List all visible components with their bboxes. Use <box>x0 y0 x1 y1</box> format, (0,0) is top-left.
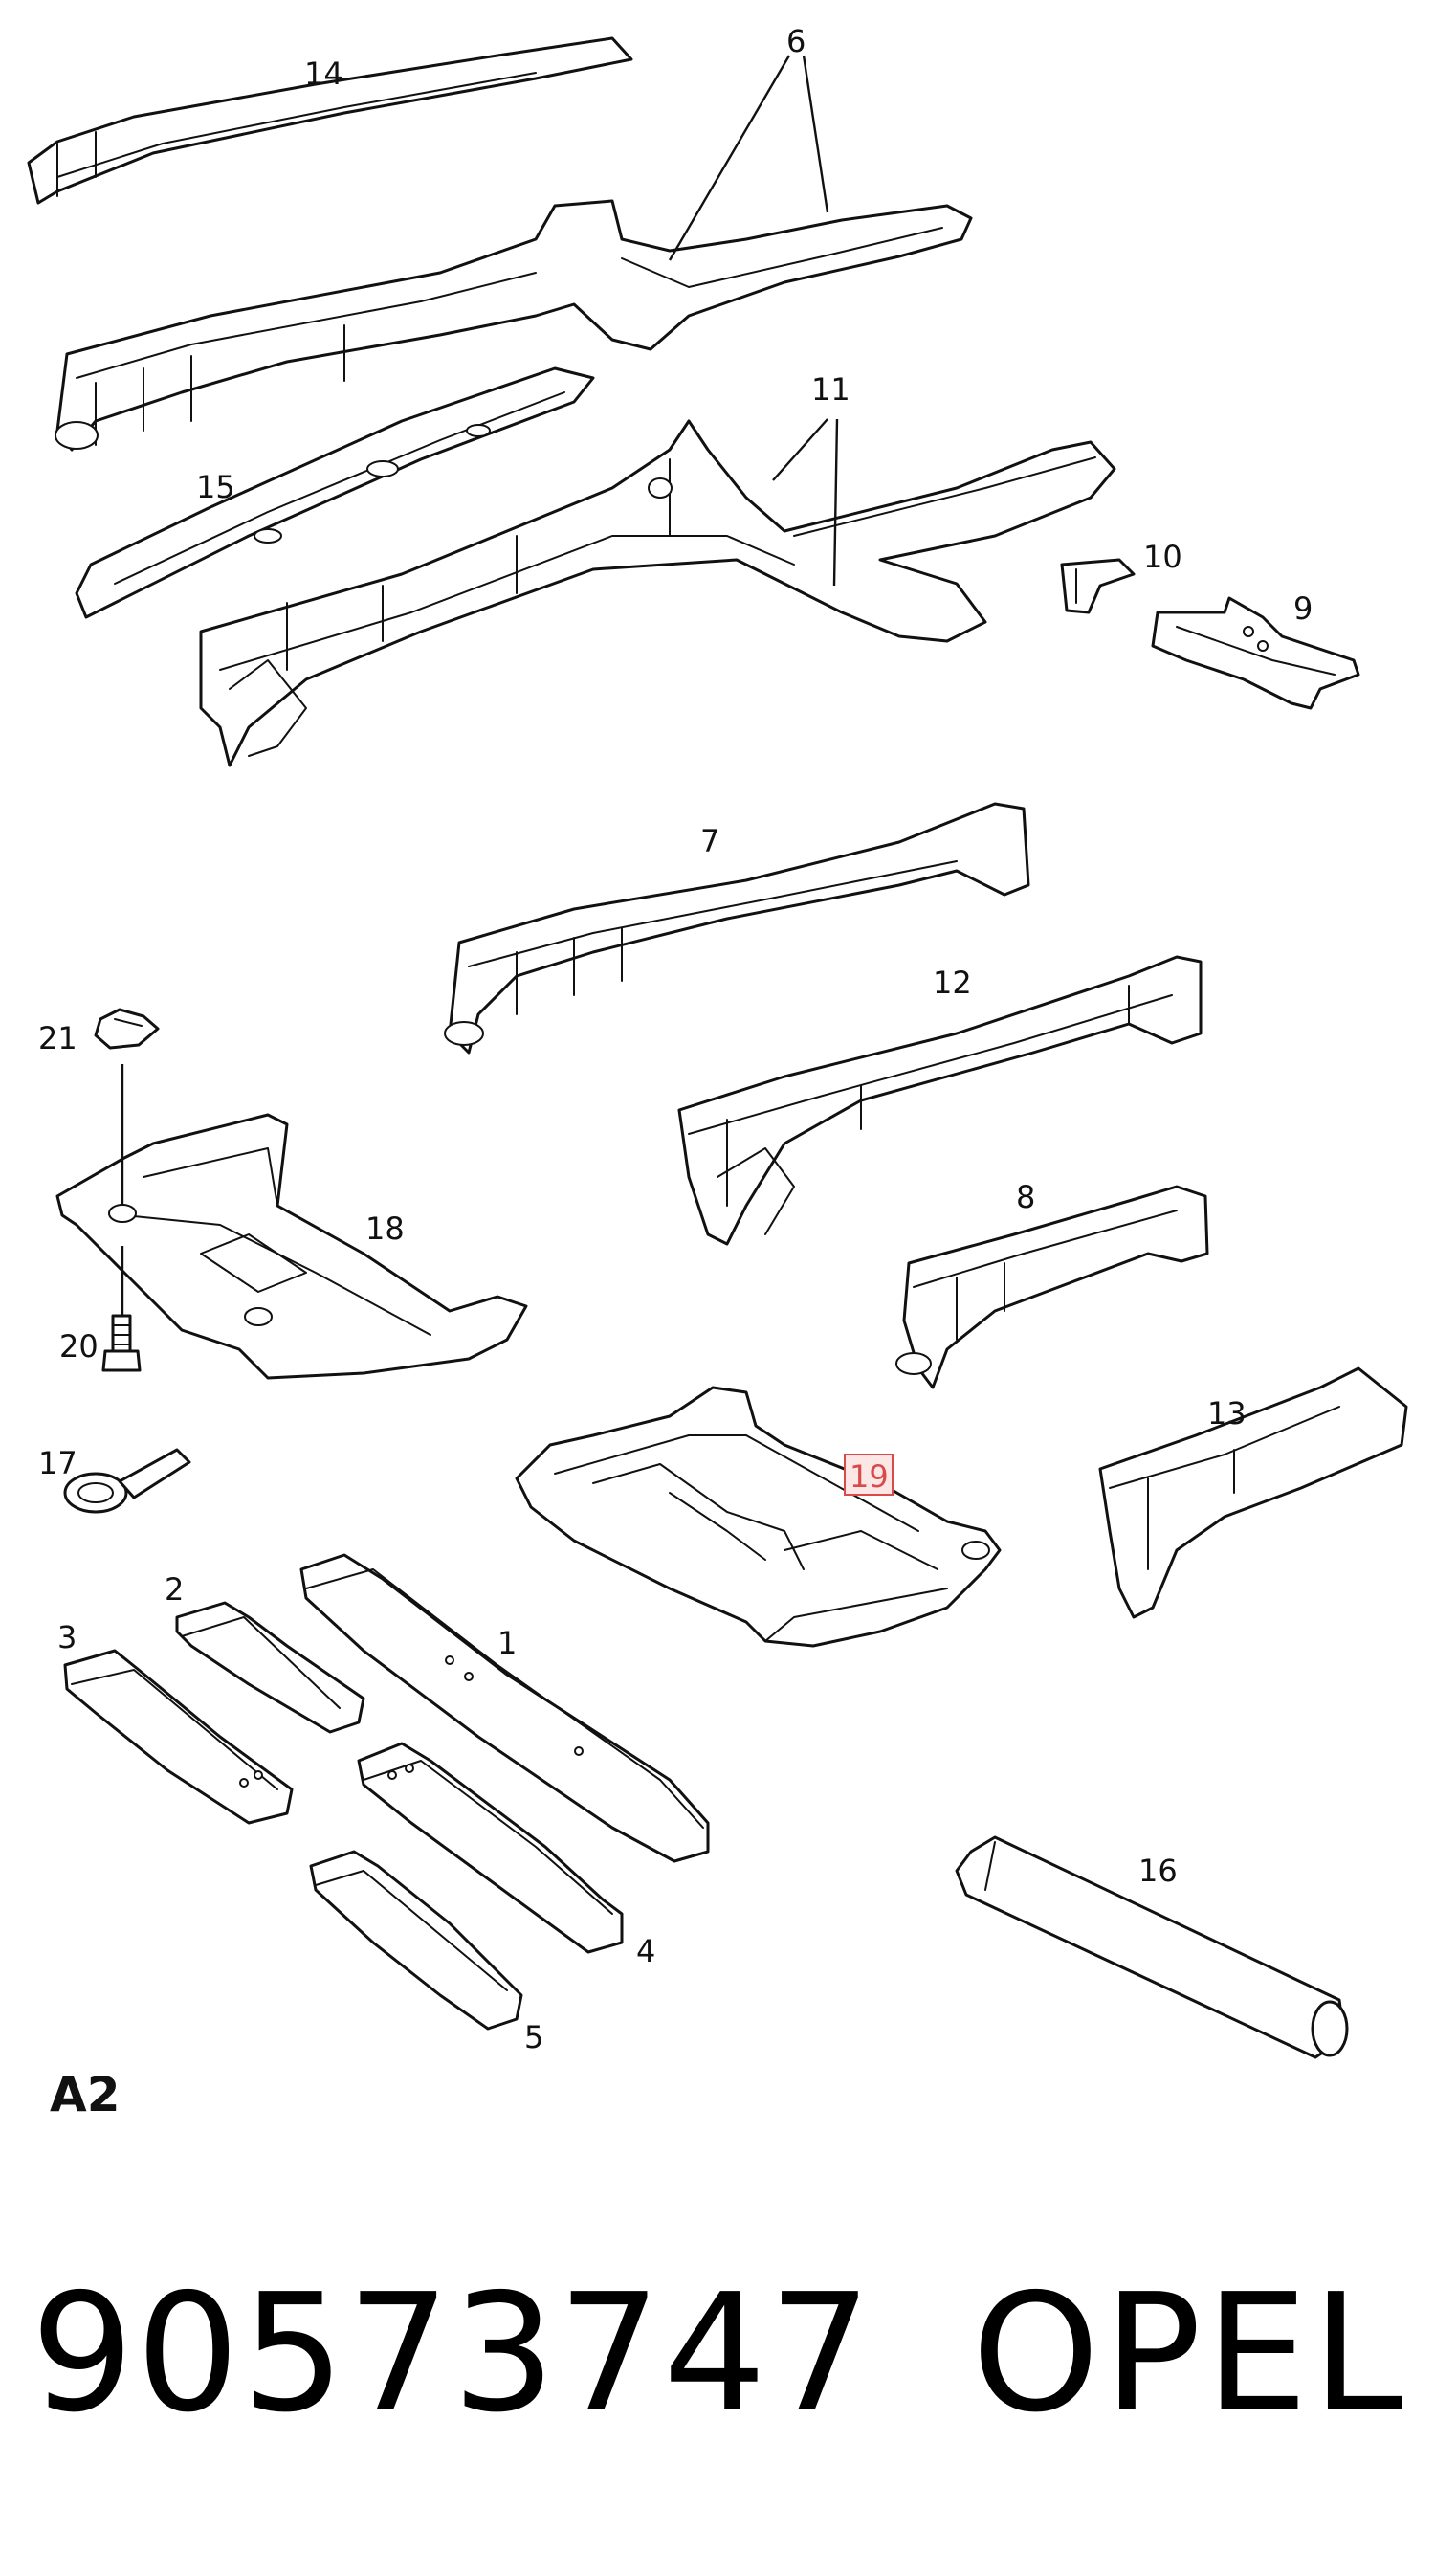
callout-4: 4 <box>636 1933 655 1969</box>
callout-16: 16 <box>1138 1853 1178 1889</box>
part-2-drawing <box>175 1601 365 1734</box>
part-9-drawing <box>1151 596 1360 710</box>
callout-19: 19 <box>850 1458 889 1495</box>
footer: 90573747 OPEL <box>0 2258 1435 2450</box>
part-10-drawing <box>1060 558 1136 614</box>
callout-7: 7 <box>700 823 719 859</box>
callout-21: 21 <box>38 1020 77 1056</box>
part-7-drawing <box>444 802 1030 1055</box>
part-number: 90573747 <box>31 2259 874 2449</box>
part-17-drawing <box>63 1448 191 1514</box>
part-6-drawing <box>55 199 973 452</box>
part-21-drawing <box>94 1008 160 1050</box>
part-1-drawing <box>299 1553 710 1863</box>
leader-lines <box>121 55 839 1316</box>
part-12-drawing <box>677 955 1203 1246</box>
part-5-drawing <box>309 1850 523 2031</box>
callout-20: 20 <box>59 1328 99 1365</box>
callout-1: 1 <box>497 1625 517 1661</box>
callout-14: 14 <box>304 56 343 92</box>
callout-10: 10 <box>1143 539 1182 575</box>
part-19-drawing <box>515 1386 1002 1648</box>
part-15-drawing <box>75 366 595 619</box>
view-code-label: A2 <box>50 2067 121 2122</box>
callout-6: 6 <box>786 23 806 59</box>
callout-3: 3 <box>57 1619 77 1655</box>
callout-11: 11 <box>811 371 850 408</box>
part-4-drawing <box>357 1742 624 1954</box>
callout-8: 8 <box>1016 1179 1035 1215</box>
callout-19-highlight-box <box>844 1454 894 1496</box>
part-14-drawing <box>27 36 633 205</box>
callout-12: 12 <box>933 965 972 1001</box>
callouts: 14 6 11 15 10 9 7 21 12 18 8 20 17 13 19… <box>38 23 1313 2055</box>
part-11-drawing <box>199 419 1116 767</box>
brand-name: OPEL <box>971 2259 1406 2449</box>
callout-5: 5 <box>524 2019 543 2055</box>
callout-13: 13 <box>1207 1395 1247 1432</box>
part-20-drawing <box>101 1314 142 1372</box>
callout-18: 18 <box>365 1210 405 1247</box>
callout-9: 9 <box>1293 590 1313 627</box>
callout-15: 15 <box>196 469 235 505</box>
part-3-drawing <box>63 1649 294 1825</box>
part-16-drawing <box>955 1835 1349 2059</box>
callout-17: 17 <box>38 1445 77 1481</box>
callout-2: 2 <box>165 1571 184 1608</box>
part-8-drawing <box>895 1185 1209 1389</box>
part-13-drawing <box>1098 1366 1408 1619</box>
